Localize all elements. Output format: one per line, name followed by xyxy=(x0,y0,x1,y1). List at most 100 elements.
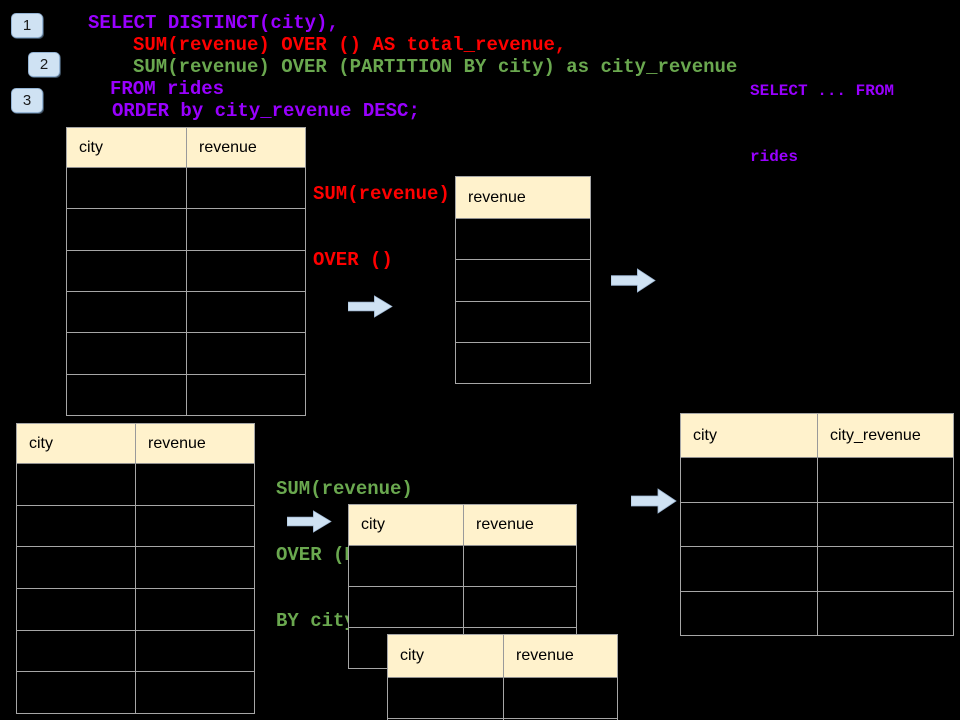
sql-line-order-by: ORDER by city_revenue DESC; xyxy=(112,100,420,122)
step-badge-1: 1 xyxy=(11,13,43,38)
table-row xyxy=(67,333,305,375)
table-row xyxy=(17,547,254,590)
city-revenue-result-table: city city_revenue xyxy=(680,413,954,636)
column-header-city: city xyxy=(681,414,818,457)
side-note-line-2: rides xyxy=(750,148,799,166)
table-row xyxy=(456,260,590,302)
table-cell-empty xyxy=(136,547,254,588)
table-cell-empty xyxy=(187,209,305,249)
arrow-right-icon xyxy=(611,268,656,293)
table-row xyxy=(17,505,254,548)
column-header-revenue: revenue xyxy=(199,138,257,156)
table-row xyxy=(681,547,953,592)
table-cell-empty xyxy=(187,251,305,291)
table-row xyxy=(17,464,254,506)
table-cell-empty xyxy=(388,678,504,718)
table-cell-empty xyxy=(67,168,187,209)
table-cell-empty xyxy=(456,343,590,383)
sql-line-sum-over-partition: SUM(revenue) OVER (PARTITION BY city) as… xyxy=(133,56,738,78)
table-cell-empty xyxy=(136,506,254,547)
table-row xyxy=(681,502,953,547)
rides-source-table-bottom: city revenue xyxy=(16,423,255,714)
table-row xyxy=(681,591,953,636)
table-row xyxy=(388,718,617,720)
table-row xyxy=(67,374,305,415)
table-cell-empty xyxy=(17,672,136,714)
table-cell-empty xyxy=(681,547,818,591)
column-header-city: city xyxy=(67,128,187,167)
table-row xyxy=(17,589,254,631)
table-row xyxy=(67,291,305,334)
table-cell-empty xyxy=(464,546,576,586)
table-row xyxy=(67,209,305,251)
sql-line-select-distinct: SELECT DISTINCT(city), xyxy=(88,12,339,34)
column-header-revenue: revenue xyxy=(516,647,574,664)
total-revenue-result-table: revenue xyxy=(455,176,591,384)
table-cell-empty xyxy=(67,333,187,374)
table-cell-empty xyxy=(681,502,818,546)
column-header-revenue: revenue xyxy=(476,516,534,533)
step-badge-2: 2 xyxy=(28,52,60,77)
partition-table-overlap: city revenue xyxy=(387,634,618,720)
column-header-revenue: revenue xyxy=(468,188,526,206)
arrow-right-icon xyxy=(348,295,393,318)
table-row xyxy=(67,250,305,292)
table-cell-empty xyxy=(681,458,818,502)
column-header-revenue: revenue xyxy=(148,434,206,452)
table-cell-empty xyxy=(187,375,305,415)
rides-source-table-top: city revenue xyxy=(66,127,306,416)
table-row xyxy=(681,458,953,503)
table-cell-empty xyxy=(67,209,187,250)
table-cell-empty xyxy=(456,302,590,342)
table-header-row: revenue xyxy=(456,177,590,219)
table-cell-empty xyxy=(818,503,953,547)
table-cell-empty xyxy=(388,718,504,720)
annotation-line: SUM(revenue) xyxy=(276,478,413,500)
table-cell-empty xyxy=(17,464,136,505)
table-row xyxy=(17,672,254,714)
annotation-sum-over-empty: SUM(revenue) OVER () xyxy=(313,139,450,315)
table-row xyxy=(17,630,254,673)
arrow-right-icon xyxy=(631,488,677,514)
sql-line-sum-over-total: SUM(revenue) OVER () AS total_revenue, xyxy=(133,34,567,56)
table-header-row: city revenue xyxy=(388,635,617,678)
sql-line-from-rides: FROM rides xyxy=(110,78,225,100)
table-cell-empty xyxy=(504,678,617,718)
side-note-select-from-rides: SELECT ... FROM rides xyxy=(750,36,894,212)
side-note-line-1: SELECT ... FROM xyxy=(750,82,895,100)
table-header-row: city revenue xyxy=(17,424,254,464)
table-cell-empty xyxy=(349,587,464,627)
annotation-line: SUM(revenue) xyxy=(313,183,450,205)
table-cell-empty xyxy=(187,292,305,332)
table-row xyxy=(456,343,590,383)
table-cell-empty xyxy=(136,672,254,713)
table-cell-empty xyxy=(681,591,818,635)
table-cell-empty xyxy=(136,631,254,672)
table-cell-empty xyxy=(136,464,254,505)
table-cell-empty xyxy=(17,547,136,589)
table-cell-empty xyxy=(818,592,953,636)
table-row xyxy=(349,587,576,628)
column-header-city: city xyxy=(388,635,504,677)
table-cell-empty xyxy=(349,546,464,586)
table-cell-empty xyxy=(67,291,187,333)
table-header-row: city city_revenue xyxy=(681,414,953,458)
step-badge-3: 3 xyxy=(11,88,43,113)
column-header-city_revenue: city_revenue xyxy=(830,426,921,444)
table-cell-empty xyxy=(456,260,590,300)
table-cell-empty xyxy=(17,589,136,630)
table-header-row: city revenue xyxy=(67,128,305,168)
table-cell-empty xyxy=(136,589,254,630)
table-row xyxy=(388,678,617,719)
table-cell-empty xyxy=(818,458,953,502)
column-header-city: city xyxy=(349,505,464,545)
column-header-city: city xyxy=(17,424,136,463)
table-cell-empty xyxy=(67,374,187,415)
table-row xyxy=(456,219,590,261)
table-cell-empty xyxy=(456,219,590,259)
table-cell-empty xyxy=(17,505,136,547)
table-row xyxy=(67,168,305,210)
arrow-right-icon xyxy=(287,510,332,533)
table-cell-empty xyxy=(187,333,305,373)
